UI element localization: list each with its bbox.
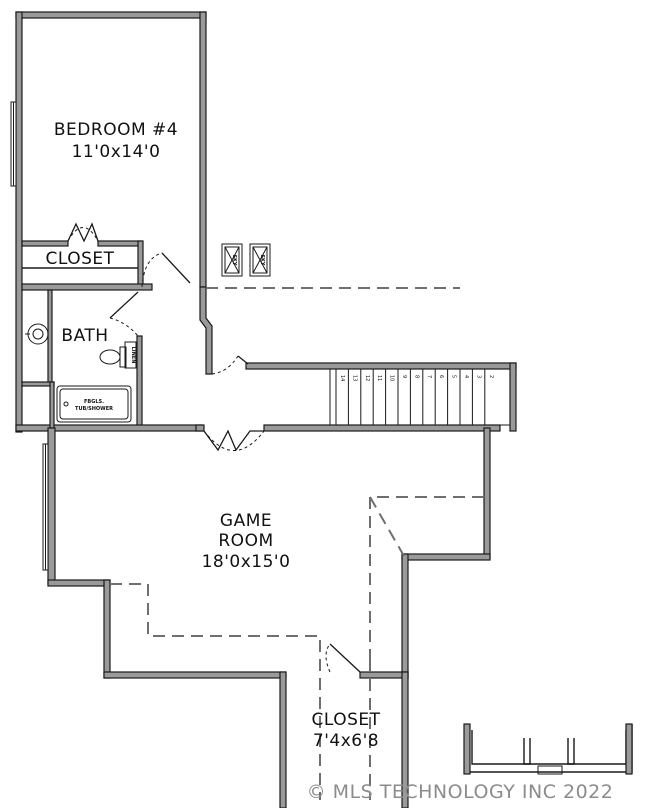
wall-closet-lower-top-right [359,671,409,679]
wall-closet-lower-left [279,671,287,808]
stair-step-number: 7 [426,375,432,378]
wall-gameroom-bottom-left [47,579,111,587]
wall-gameroom-right-upper [483,427,491,559]
wall-gameroom-bottom [103,671,287,679]
wall-bath-top [21,283,153,291]
stair-step-number: 12 [364,375,370,381]
stair-step-number: 10 [389,375,395,381]
stair-step-number: 9 [401,375,407,378]
exterior-detail-outer [465,724,633,773]
tub-label-line2: TUB/SHOWER [75,406,113,412]
closet-upper-name: CLOSET [45,249,114,269]
wall-bath-mid [21,381,55,387]
bath-name: BATH [61,326,108,346]
stair-step-number: 6 [438,375,444,378]
overhead-lines [110,287,484,800]
exterior-detail [463,723,633,775]
door-gameroom-swing [203,430,265,451]
wall-bath-right [136,335,143,429]
exterior-post-2 [625,723,633,775]
walls [10,11,517,808]
door-hall-swing [211,355,239,375]
linen-cabinet [124,341,137,369]
wall-closet-top-right [97,240,143,247]
wall-stairs-right [509,362,517,432]
copyright-watermark: © MLS TECHNOLOGY INC 2022 [307,781,614,803]
door-closet-lower-swing [325,643,331,673]
stair-step-number: 4 [463,375,469,378]
wall-gameroom-right-ledge [401,553,491,561]
wall-gameroom-top-left [195,424,205,432]
wall-bath-bottom [15,424,203,432]
wall-bedroom-right [199,11,207,288]
door-closet-swing [67,227,99,242]
stair-landing [329,368,511,426]
tub-shower-icon [56,385,132,423]
labels: BEDROOM #4 11'0x14'0 CLOSET BATH GAME RO… [45,120,614,803]
skylight-1-icon [221,243,243,277]
stair-step-number: 2 [488,375,494,378]
overhead-line-gameroom-right [368,496,484,557]
sink-icon [27,323,49,345]
gameroom-name-line2: ROOM [218,531,273,551]
tub-label-line1: FBGLS. [84,399,104,405]
door-bedroom-swing [141,252,163,288]
toilet-bowl-icon [99,349,121,365]
wall-closet-right [137,240,144,290]
skylight-2-icon [249,243,271,277]
door-closet-lower [329,643,361,673]
closet-lower-size: 7'4x6'8 [313,731,379,751]
exterior-post-1 [463,723,471,775]
exterior-step [537,765,563,775]
skylight-2-inner-icon [252,246,268,274]
closet-lower-name: CLOSET [311,710,380,730]
skylight-1-label: SKY [231,254,237,265]
stair-step-number: 3 [475,375,481,378]
skylight-1-inner-icon [224,246,240,274]
wall-bedroom-top [15,11,207,19]
fixtures [25,243,271,423]
exterior-notch-1 [523,738,531,765]
wall-bath-left [47,289,53,385]
wall-gameroom-top [263,424,501,432]
door-bath [109,291,139,319]
wall-closet-lower-right [401,671,409,808]
gameroom-size: 18'0x15'0 [202,552,291,572]
wall-bath-inner [49,381,55,429]
stair-step-number: 14 [339,375,345,381]
door-bedroom [161,252,191,284]
tub-drain-icon [63,401,69,407]
stair-step-number: 11 [376,375,382,381]
wall-gameroom-step [103,579,111,679]
wall-hall-angle [199,286,213,375]
tub-inner-icon [59,388,129,420]
stair-step-number: 13 [351,375,357,381]
gameroom-name-line1: GAME [220,511,272,531]
door-gameroom-bifold [203,429,264,452]
door-closet-bifold [67,222,99,243]
doors [67,222,361,673]
skylight-1-diag-b [224,246,240,274]
exterior-detail-inner [471,730,627,765]
stair-step-number: 5 [451,375,457,378]
door-bath-swing [109,317,139,337]
door-hall [237,355,249,365]
wall-closet-top [21,240,69,247]
exterior-notch-2 [567,738,575,765]
bedroom4-size: 11'0x14'0 [72,142,161,162]
stairs: 14 13 12 11 10 9 8 7 6 5 4 3 2 [329,368,511,426]
wall-stairs-top [245,362,517,370]
wall-bedroom-left [15,11,23,433]
skylight-2-label: SKY [259,254,265,265]
overhead-line-gameroom-left [110,583,321,800]
linen-label: LINEN [130,347,136,364]
skylight-2-diag-b [252,246,268,274]
wall-gameroom-right-lower [401,553,409,679]
sink-basin-icon [32,328,44,340]
stair-step-number: 8 [413,375,419,378]
bedroom4-name: BEDROOM #4 [54,120,178,140]
wall-gameroom-left [47,427,56,585]
